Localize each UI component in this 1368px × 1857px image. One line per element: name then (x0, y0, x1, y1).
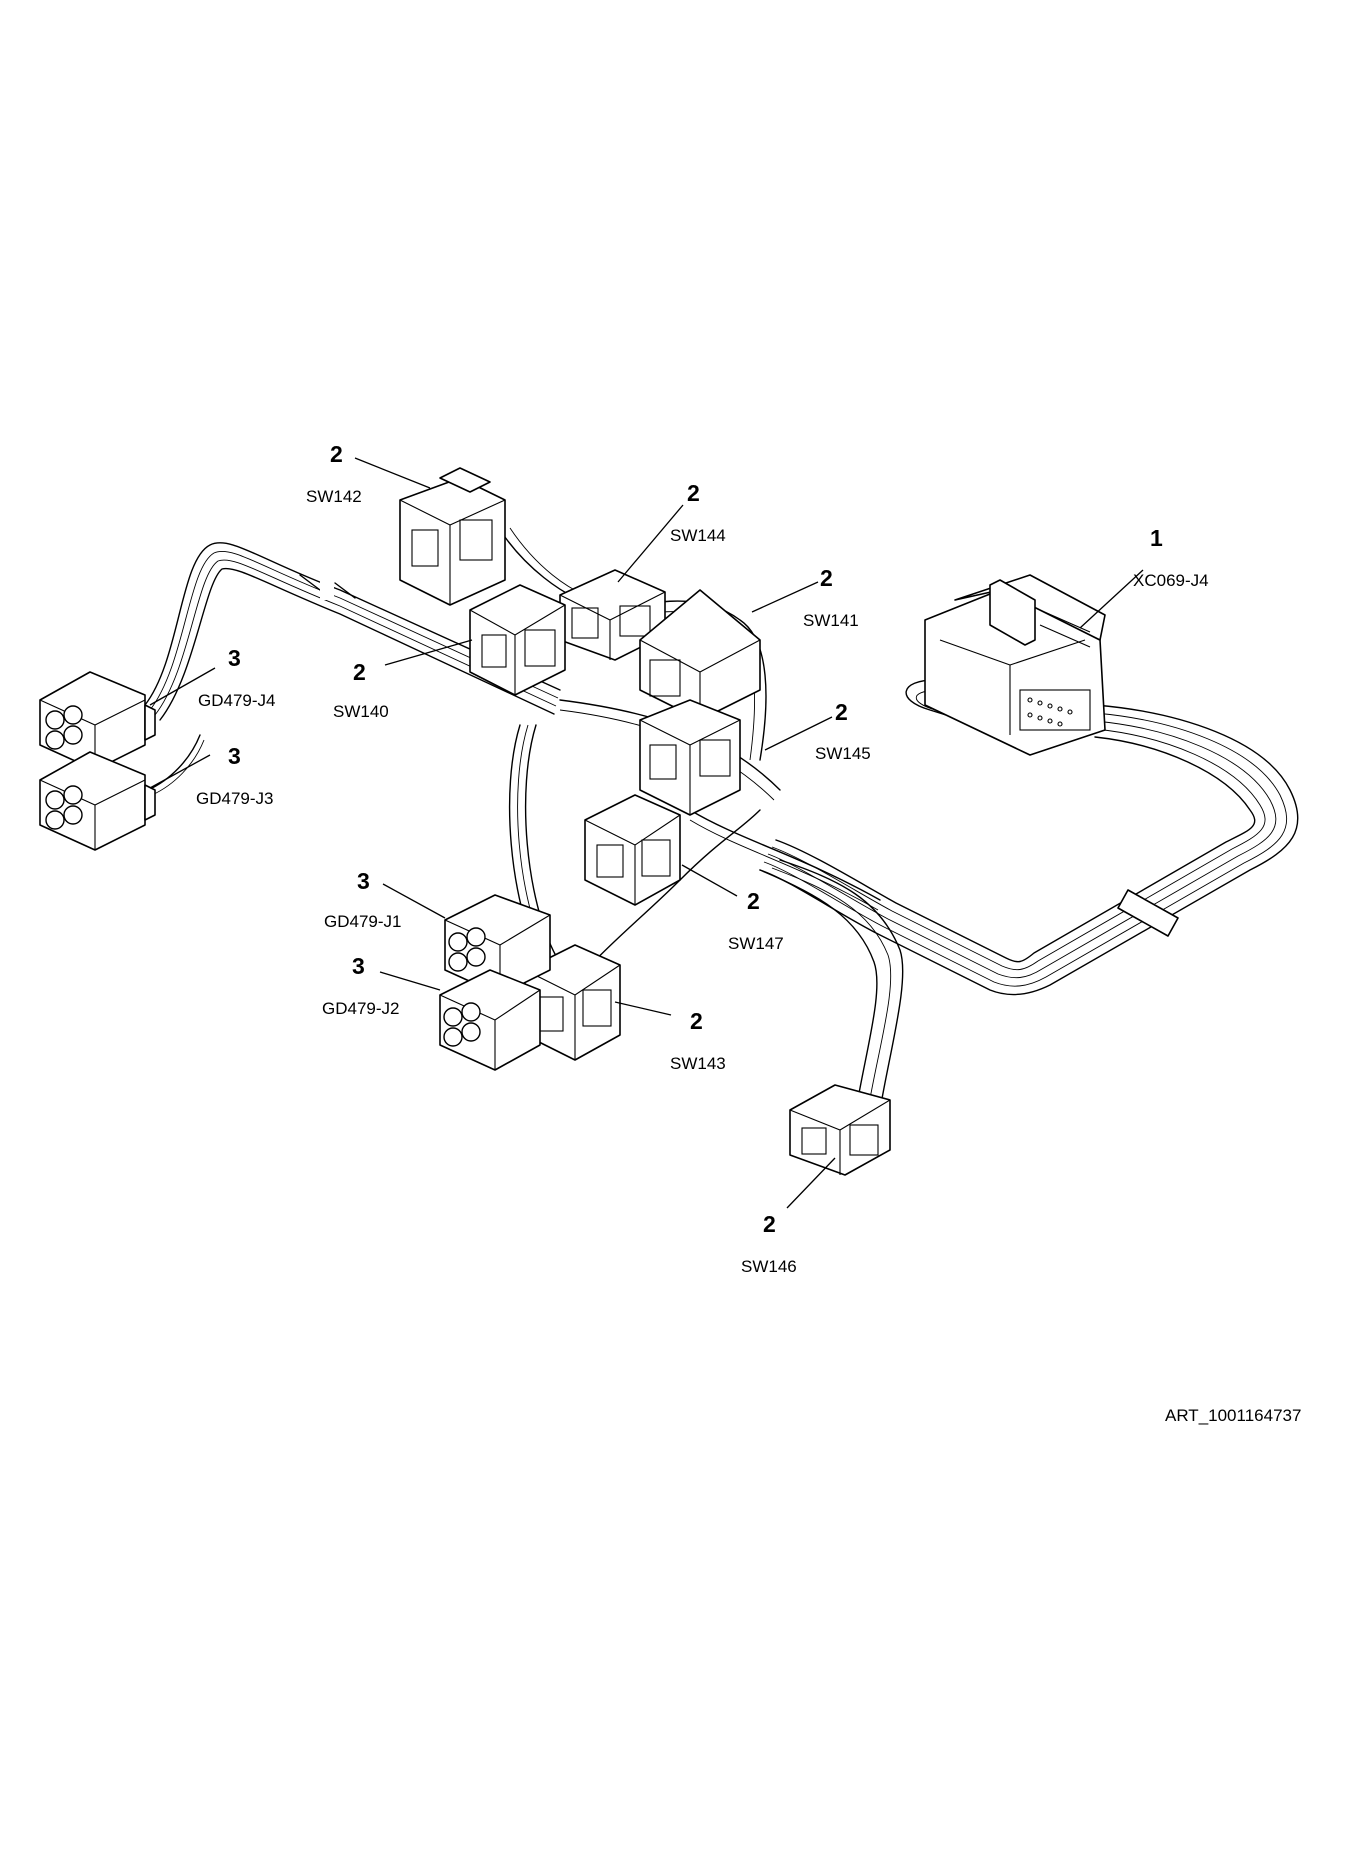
callout-2-sw147: 2 (747, 888, 760, 914)
callout-3-gd479-j2: 3 (352, 953, 365, 979)
label-sw144: SW144 (670, 526, 726, 545)
connector-sw140 (469, 584, 566, 696)
connector-gd479-j4 (39, 671, 156, 771)
label-gd479-j3: GD479-J3 (196, 789, 274, 808)
callout-2-sw141: 2 (820, 565, 833, 591)
label-gd479-j2: GD479-J2 (322, 999, 400, 1018)
label-gd479-j1: GD479-J1 (324, 912, 402, 931)
connector-gd479-j2 (439, 969, 541, 1071)
callout-2-sw144: 2 (687, 480, 700, 506)
connector-xc069-j4 (905, 574, 1106, 756)
connector-sw147 (584, 794, 681, 906)
callout-2-sw143: 2 (690, 1008, 703, 1034)
label-sw147: SW147 (728, 934, 784, 953)
label-sw145: SW145 (815, 744, 871, 763)
label-sw146: SW146 (741, 1257, 797, 1276)
label-sw141: SW141 (803, 611, 859, 630)
callout-3-gd479-j4: 3 (228, 645, 241, 671)
callout-2-sw140: 2 (353, 659, 366, 685)
callout-2-sw146: 2 (763, 1211, 776, 1237)
callout-2-sw142: 2 (330, 441, 343, 467)
connector-sw142 (399, 467, 506, 606)
label-sw143: SW143 (670, 1054, 726, 1073)
connector-sw145 (639, 699, 741, 816)
callout-1-xc069: 1 (1150, 525, 1163, 551)
callout-3-gd479-j1: 3 (357, 868, 370, 894)
art-id: ART_1001164737 (1165, 1406, 1302, 1425)
harness-trunk-left (144, 542, 561, 796)
callout-3-gd479-j3: 3 (228, 743, 241, 769)
label-sw142: SW142 (306, 487, 362, 506)
connector-gd479-j3 (39, 751, 156, 851)
connector-sw141 (639, 589, 761, 721)
harness-trunk-right (759, 704, 1299, 996)
label-gd479-j4: GD479-J4 (198, 691, 276, 710)
leader-lines (149, 457, 1144, 1209)
connector-sw146 (789, 1084, 891, 1176)
label-xc069-j4: XC069-J4 (1133, 571, 1209, 590)
connector-gd479-j1 (444, 894, 551, 996)
label-sw140: SW140 (333, 702, 389, 721)
callout-2-sw145: 2 (835, 699, 848, 725)
